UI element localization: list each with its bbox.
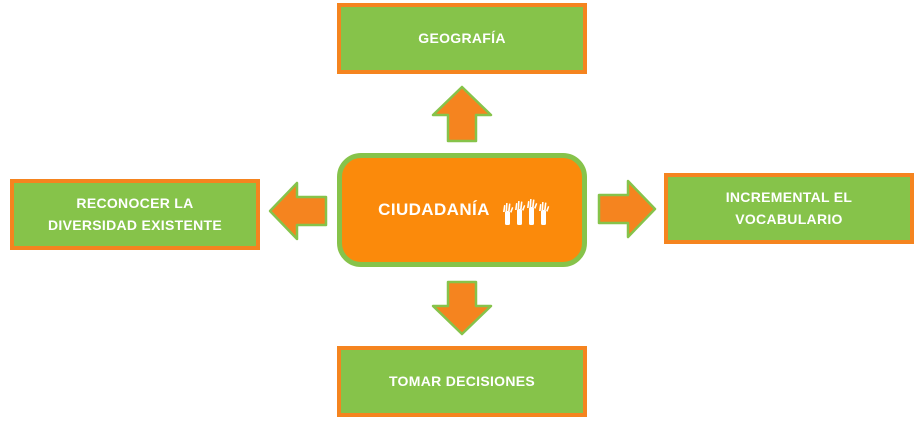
arrow-right-icon (597, 179, 657, 239)
arrow-up-icon (431, 85, 493, 143)
node-right-line1: INCREMENTAL EL (725, 188, 853, 205)
center-node-ciudadania: CIUDADANÍA (337, 153, 587, 267)
node-tomar-decisiones-label: TOMAR DECISIONES (388, 372, 536, 389)
raised-hands-icon (502, 199, 550, 225)
node-geografia: GEOGRAFÍA (337, 3, 587, 74)
node-incremental-vocabulario: INCREMENTAL EL VOCABULARIO (664, 173, 914, 244)
arrow-down-icon (431, 280, 493, 336)
node-left-line1: RECONOCER LA (76, 194, 194, 211)
node-tomar-decisiones: TOMAR DECISIONES (337, 346, 587, 417)
node-geografia-label: GEOGRAFÍA (418, 29, 506, 46)
node-incremental-vocabulario-text: INCREMENTAL EL VOCABULARIO (726, 187, 853, 230)
arrow-left-icon (268, 181, 328, 241)
center-label: CIUDADANÍA (378, 200, 490, 219)
node-right-line2: VOCABULARIO (735, 210, 843, 227)
node-left-line2: DIVERSIDAD EXISTENTE (47, 216, 223, 233)
node-reconocer-diversidad-text: RECONOCER LA DIVERSIDAD EXISTENTE (48, 193, 222, 236)
node-reconocer-diversidad: RECONOCER LA DIVERSIDAD EXISTENTE (10, 179, 260, 250)
